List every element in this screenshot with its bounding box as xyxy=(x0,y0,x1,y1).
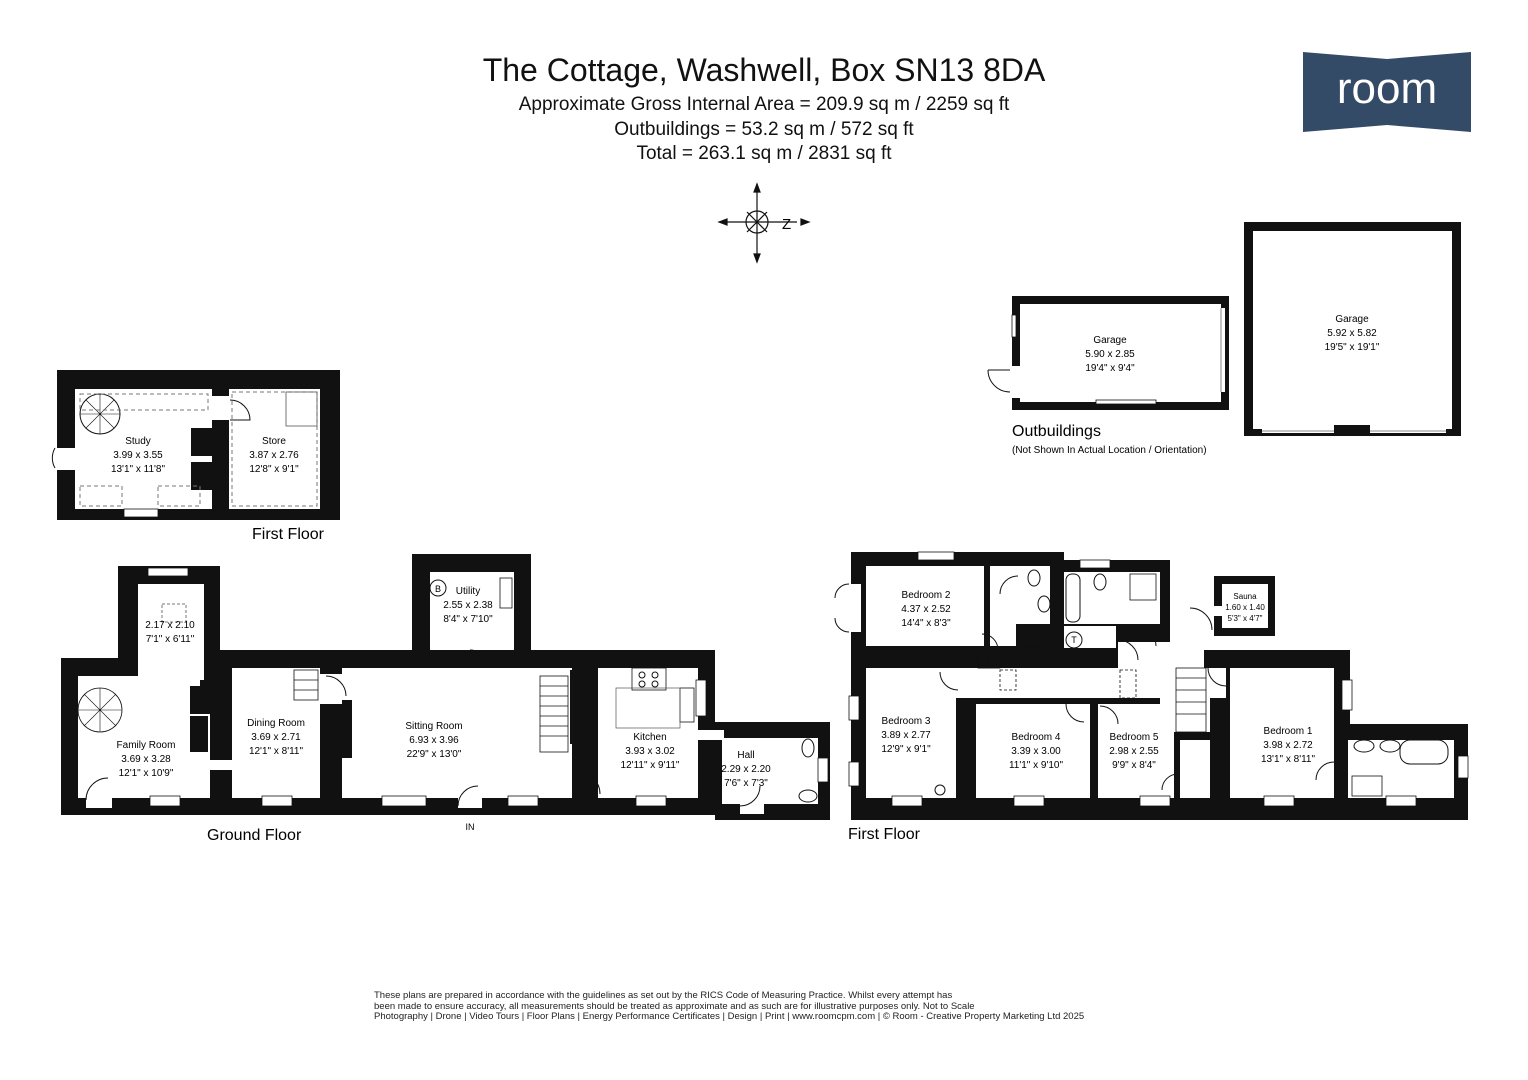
store-metric: 3.87 x 2.76 xyxy=(249,450,299,461)
sitting-room-imperial: 22'9" x 13'0" xyxy=(407,749,462,760)
kitchen-imperial: 12'11" x 9'11" xyxy=(621,760,680,771)
garage-small-imperial: 19'4" x 9'4" xyxy=(1085,363,1135,374)
sitting-room-metric: 6.93 x 3.96 xyxy=(409,735,459,746)
first-floor-plan xyxy=(834,551,1469,820)
sitting-room-name: Sitting Room xyxy=(405,721,462,732)
disclaimer: These plans are prepared in accordance w… xyxy=(374,990,1155,1023)
kitchen-metric: 3.93 x 3.02 xyxy=(625,746,675,757)
store-imperial: 12'8" x 9'1" xyxy=(249,464,299,475)
family-room-name: Family Room xyxy=(117,740,176,751)
utility-name: Utility xyxy=(456,586,480,597)
hall-name: Hall xyxy=(737,750,754,761)
compass-icon xyxy=(717,182,811,264)
page-title: The Cottage, Washwell, Box SN13 8DA xyxy=(482,52,1046,88)
garage-small xyxy=(987,296,1229,410)
room-logo: room xyxy=(1303,52,1471,132)
bedroom4-metric: 3.39 x 3.00 xyxy=(1011,746,1061,757)
hall-metric: 2.29 x 2.20 xyxy=(721,764,771,775)
first-floor-upper-plan xyxy=(51,370,340,520)
sauna-imperial: 5'3" x 4'7" xyxy=(1228,614,1263,623)
compass-letter: Z xyxy=(782,216,791,233)
sauna-name: Sauna xyxy=(1233,592,1257,601)
disclaimer-line-2: been made to ensure accuracy, all measur… xyxy=(374,1000,975,1012)
utility-imperial: 8'4" x 7'10" xyxy=(443,614,493,625)
dining-room-metric: 3.69 x 2.71 xyxy=(251,732,301,743)
bedroom2-name: Bedroom 2 xyxy=(902,590,951,601)
bedroom2-metric: 4.37 x 2.52 xyxy=(901,604,951,615)
bedroom1-metric: 3.98 x 2.72 xyxy=(1263,740,1313,751)
family-room-imperial: 12'1" x 10'9" xyxy=(119,768,174,779)
ground-floor-label: Ground Floor xyxy=(207,827,302,844)
bedroom3-name: Bedroom 3 xyxy=(882,716,931,727)
sauna-metric: 1.60 x 1.40 xyxy=(1225,603,1265,612)
bedroom3-metric: 3.89 x 2.77 xyxy=(881,730,931,741)
kitchen-name: Kitchen xyxy=(633,732,666,743)
bedroom5-name: Bedroom 5 xyxy=(1110,732,1159,743)
small-room-imperial: 7'1" x 6'11" xyxy=(146,634,195,645)
boiler-label: B xyxy=(435,584,441,594)
entrance-label: IN xyxy=(466,822,475,832)
tank-label: T xyxy=(1071,635,1077,645)
bedroom5-imperial: 9'9" x 8'4" xyxy=(1112,760,1156,771)
logo-text: room xyxy=(1337,64,1437,113)
outbuildings-label: Outbuildings xyxy=(1012,423,1101,440)
disclaimer-line-3: Photography | Drone | Video Tours | Floo… xyxy=(374,1011,1085,1022)
bedroom4-imperial: 11'1" x 9'10" xyxy=(1009,760,1064,771)
first-floor-upper-label: First Floor xyxy=(252,526,325,543)
bedroom3-imperial: 12'9" x 9'1" xyxy=(881,744,931,755)
study-metric: 3.99 x 3.55 xyxy=(113,450,163,461)
bedroom2-imperial: 14'4" x 8'3" xyxy=(901,618,951,629)
garage-large-metric: 5.92 x 5.82 xyxy=(1327,328,1377,339)
outbuildings-note: (Not Shown In Actual Location / Orientat… xyxy=(1012,445,1207,456)
family-room-metric: 3.69 x 3.28 xyxy=(121,754,171,765)
bedroom5-metric: 2.98 x 2.55 xyxy=(1109,746,1159,757)
hall-imperial: 7'6" x 7'3" xyxy=(724,778,768,789)
bedroom1-imperial: 13'1" x 8'11" xyxy=(1261,754,1316,765)
garage-small-name: Garage xyxy=(1093,335,1127,346)
first-floor-label: First Floor xyxy=(848,826,921,843)
utility-metric: 2.55 x 2.38 xyxy=(443,600,493,611)
bedroom4-name: Bedroom 4 xyxy=(1012,732,1061,743)
dining-room-imperial: 12'1" x 8'11" xyxy=(249,746,304,757)
total-area-text: Total = 263.1 sq m / 2831 sq ft xyxy=(636,143,892,164)
study-name: Study xyxy=(125,436,151,447)
store-name: Store xyxy=(262,436,286,447)
dining-room-name: Dining Room xyxy=(247,718,305,729)
outbuildings-area-text: Outbuildings = 53.2 sq m / 572 sq ft xyxy=(614,119,914,140)
bedroom1-name: Bedroom 1 xyxy=(1264,726,1313,737)
small-room-metric: 2.17 x 2.10 xyxy=(145,620,195,631)
garage-small-metric: 5.90 x 2.85 xyxy=(1085,349,1135,360)
ground-floor-plan xyxy=(61,554,830,820)
gross-area-text: Approximate Gross Internal Area = 209.9 … xyxy=(518,94,1010,115)
disclaimer-line-1: These plans are prepared in accordance w… xyxy=(374,990,953,1001)
garage-large-imperial: 19'5" x 19'1" xyxy=(1325,342,1380,353)
garage-large-name: Garage xyxy=(1335,314,1369,325)
study-imperial: 13'1" x 11'8" xyxy=(111,464,166,475)
garage-large xyxy=(1244,222,1461,436)
